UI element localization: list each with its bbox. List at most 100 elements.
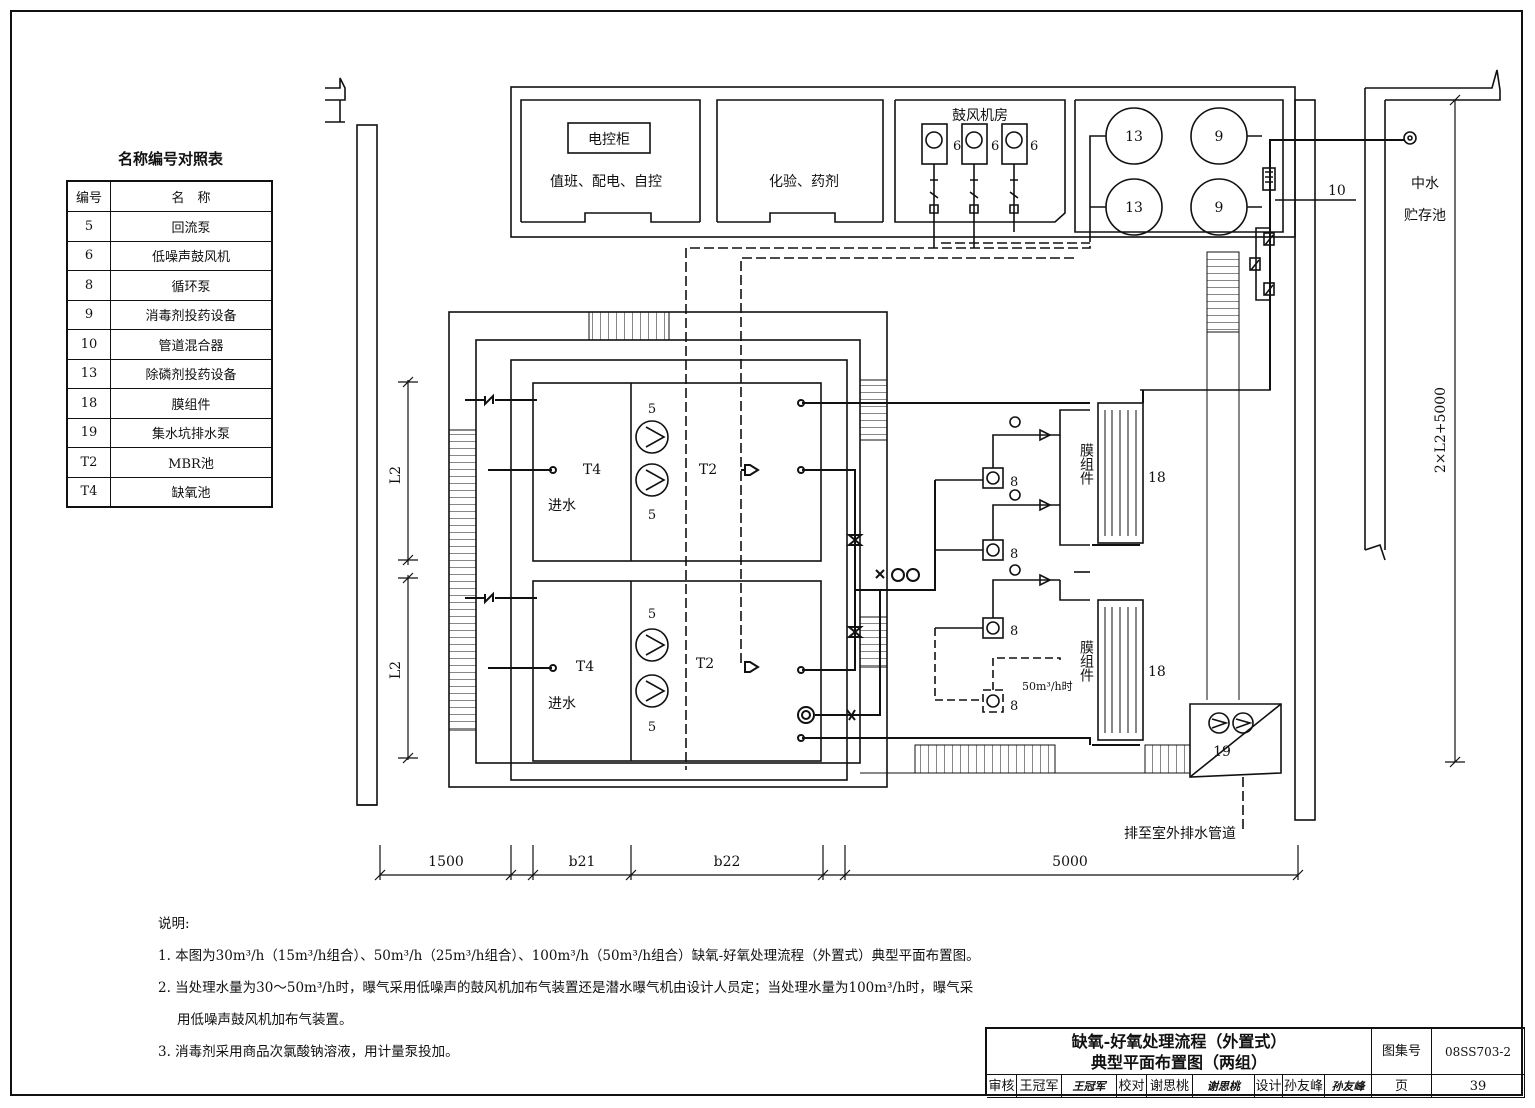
blower-tag-2: 6: [991, 139, 999, 154]
circ-pump-tag-4: 8: [1010, 699, 1018, 714]
duty-room-label: 值班、配电、自控: [550, 174, 662, 190]
sump-pit: [1189, 703, 1282, 830]
circ-pump-tag-3: 8: [1010, 624, 1018, 639]
legend-header-no: 编号: [66, 180, 111, 212]
dim-b22: b22: [714, 854, 741, 870]
designer-signature: 孙友峰: [1325, 1075, 1372, 1098]
membrane-tag-1: 18: [1148, 470, 1166, 486]
tank-t4-tag-2: T4: [576, 659, 594, 675]
note-item: 3. 消毒剂采用商品次氯酸钠溶液，用计量泵投加。: [158, 1044, 459, 1060]
legend-no: 13: [66, 358, 111, 389]
tank-t2-tag-1: T2: [699, 462, 717, 478]
legend-name: 缺氧池: [110, 476, 273, 508]
air-pipes: [685, 232, 1091, 770]
drawing-title: 缺氧-好氧处理流程（外置式） 典型平面布置图（两组）: [987, 1029, 1372, 1075]
return-pump-tag-1: 5: [648, 402, 656, 417]
phos-dosing-tag-1: 13: [1125, 129, 1143, 145]
atlas-number: 08SS703-2: [1432, 1029, 1525, 1075]
pipe-mixer: [1140, 131, 1417, 391]
tanks: [532, 382, 822, 762]
dim-l2-2: L2: [388, 661, 404, 679]
membrane-label-2: 膜组件: [1078, 640, 1094, 682]
dim-5000: 5000: [1052, 854, 1088, 870]
note-item-continued: 用低噪声鼓风机加布气装置。: [177, 1012, 353, 1028]
page-label: 页: [1372, 1075, 1432, 1098]
legend-name: 消毒剂投药设备: [110, 299, 273, 330]
circ-pump-tag-2: 8: [1010, 547, 1018, 562]
note-item: 2. 当处理水量为30～50m³/h时，曝气采用低噪声的鼓风机加布气装置还是潜水…: [158, 980, 974, 996]
reviewer-name: 王冠军: [1017, 1075, 1062, 1098]
inlet-label-2: 进水: [548, 696, 576, 712]
legend-no: 19: [66, 417, 111, 448]
standby-pump-note: 50m³/h时: [1022, 680, 1073, 693]
dim-b21: b21: [569, 854, 596, 870]
tank-t2-tag-2: T2: [696, 656, 714, 672]
legend-no: 10: [66, 329, 111, 360]
legend-name: 循环泵: [110, 270, 273, 301]
dosing-equipment: [1089, 107, 1262, 236]
disinfect-dosing-tag-2: 9: [1215, 200, 1224, 216]
tank-t4-tag-1: T4: [583, 462, 601, 478]
atlas-label: 图集号: [1372, 1029, 1432, 1075]
storage-tank-label-1: 中水: [1411, 176, 1439, 192]
legend-no: 8: [66, 270, 111, 301]
legend-no: 18: [66, 388, 111, 419]
discharge-label: 排至室外排水管道: [1124, 825, 1236, 842]
blower-units: [921, 123, 1028, 248]
notes: 说明: 1. 本图为30m³/h（15m³/h组合）、50m³/h（25m³/h…: [158, 908, 980, 1068]
check-label: 校对: [1117, 1075, 1147, 1098]
inlet-label-1: 进水: [548, 498, 576, 514]
checker-name: 谢思桃: [1147, 1075, 1193, 1098]
legend-header-row: 编号 名 称: [66, 180, 273, 212]
lab-room-label: 化验、药剂: [769, 174, 839, 190]
membrane-modules: [1092, 390, 1144, 746]
membrane-label-1: 膜组件: [1078, 443, 1094, 485]
tank-piping: [465, 393, 1091, 745]
legend-header-name: 名 称: [110, 180, 273, 212]
legend-no: T2: [66, 447, 111, 478]
legend-name: MBR池: [110, 447, 273, 478]
dimension-lines: [374, 94, 1465, 881]
checker-signature: 谢思桃: [1193, 1075, 1255, 1098]
blower-tag-3: 6: [1030, 139, 1038, 154]
title-block: 缺氧-好氧处理流程（外置式） 典型平面布置图（两组） 图集号 08SS703-2…: [985, 1027, 1525, 1098]
return-pump-tag-2: 5: [648, 508, 656, 523]
control-cabinet: [567, 122, 651, 154]
drawing-title-line1: 缺氧-好氧处理流程（外置式）: [1071, 1032, 1287, 1051]
dim-total-length: 2×L2+5000: [1433, 387, 1449, 473]
legend-name: 管道混合器: [110, 329, 273, 360]
storage-tank-label-2: 贮存池: [1404, 208, 1446, 224]
dim-1500: 1500: [428, 854, 464, 870]
designer-name: 孙友峰: [1283, 1075, 1325, 1098]
return-pump-tag-4: 5: [648, 720, 656, 735]
return-pump-tag-3: 5: [648, 607, 656, 622]
legend-title: 名称编号对照表: [118, 150, 224, 168]
standby-pump-impeller: [986, 694, 1000, 708]
legend-name: 膜组件: [110, 388, 273, 419]
mixer-tag: 10: [1328, 183, 1346, 199]
drawing-title-line2: 典型平面布置图（两组）: [1090, 1053, 1267, 1072]
note-item: 1. 本图为30m³/h（15m³/h组合）、50m³/h（25m³/h组合）、…: [158, 948, 980, 964]
right-wall: [1294, 69, 1501, 821]
circ-pump-tag-1: 8: [1010, 475, 1018, 490]
legend-no: 6: [66, 240, 111, 271]
blower-tag-1: 6: [953, 139, 961, 154]
blower-room-label: 鼓风机房: [952, 108, 1008, 124]
legend-no: T4: [66, 476, 111, 508]
disinfect-dosing-tag-1: 9: [1215, 129, 1224, 145]
circulation-pumps: [935, 409, 1090, 639]
standby-pump: [934, 628, 1061, 713]
legend-no: 9: [66, 299, 111, 330]
service-rooms: [510, 86, 1296, 238]
